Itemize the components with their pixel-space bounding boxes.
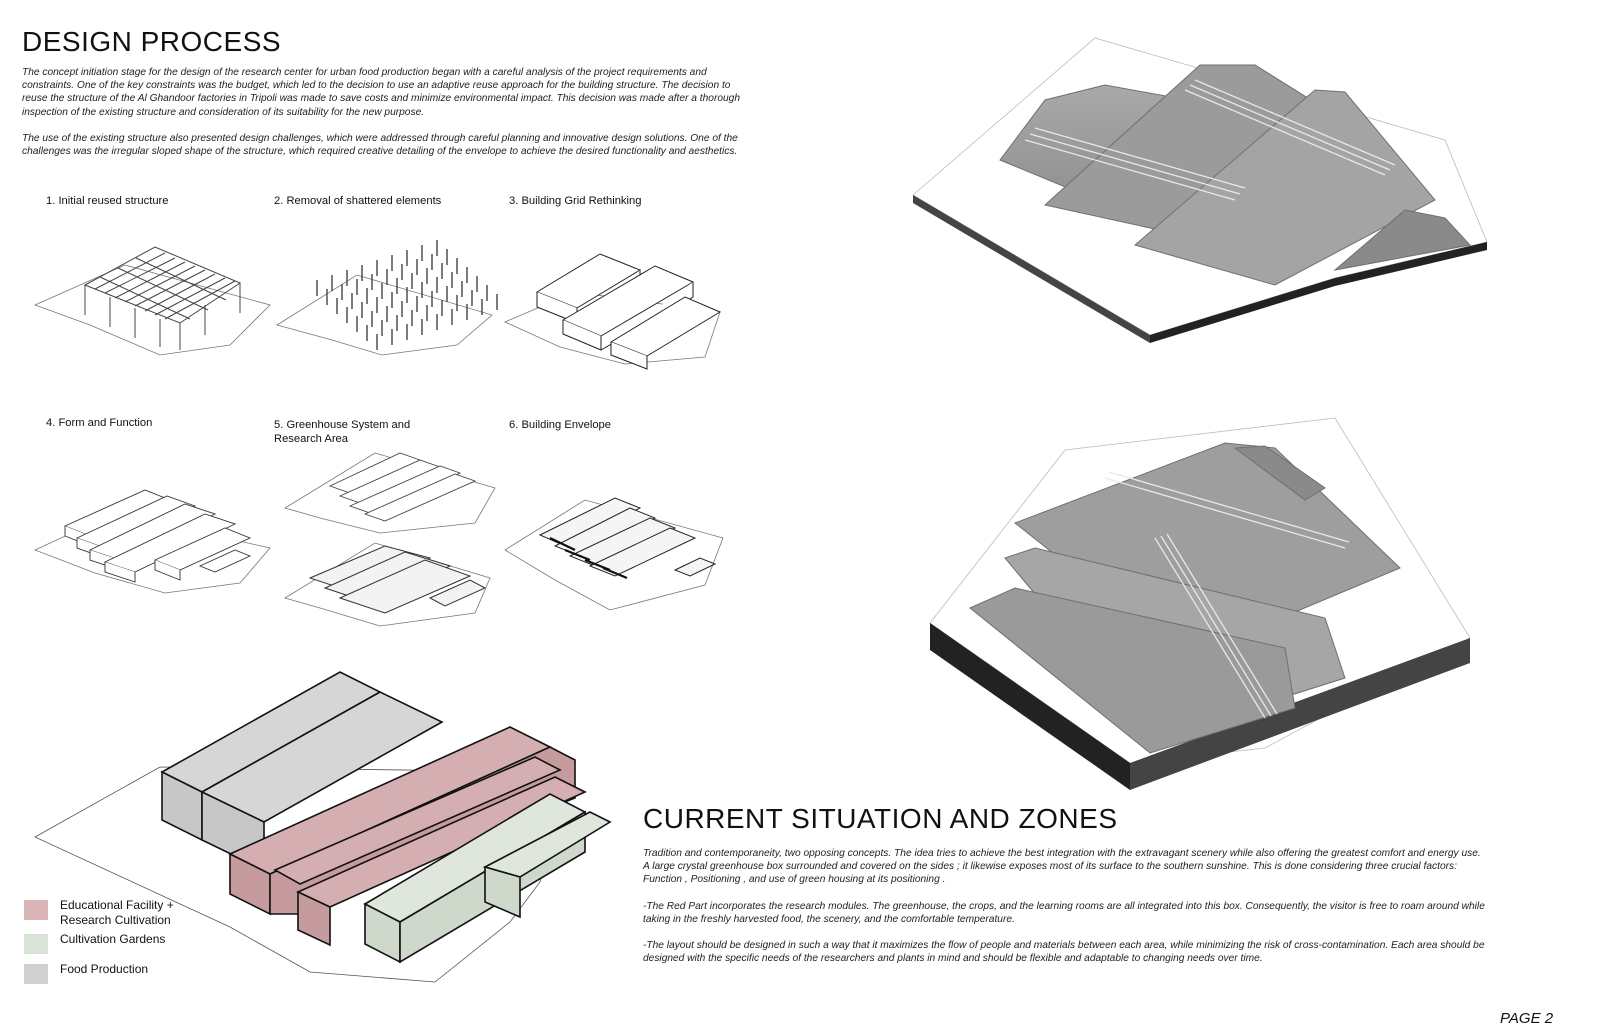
zones-title: CURRENT SITUATION AND ZONES bbox=[643, 803, 1118, 834]
step-label-3: 3. Building Grid Rethinking bbox=[509, 195, 642, 207]
design-process-paragraph-1: The concept initiation stage for the des… bbox=[22, 67, 740, 118]
diagram-initial-structure bbox=[33, 246, 271, 356]
design-process-paragraph-2: The use of the existing structure also p… bbox=[22, 132, 738, 158]
step-label-5: 5. Greenhouse System and Research Area bbox=[274, 419, 411, 445]
zones-paragraph-3: -The layout should be designed in such a… bbox=[643, 940, 1485, 965]
legend-swatch-educational bbox=[24, 900, 48, 920]
rendered-model-top bbox=[912, 37, 1488, 343]
legend-swatch-food-production bbox=[24, 964, 48, 984]
diagram-removal-elements bbox=[276, 240, 498, 356]
legend-cultivation: Cultivation Gardens bbox=[24, 932, 204, 956]
step-label-1: 1. Initial reused structure bbox=[46, 195, 169, 207]
legend-label-cultivation: Cultivation Gardens bbox=[60, 932, 166, 946]
step-label-4: 4. Form and Function bbox=[46, 417, 153, 429]
legend-educational: Educational Facility + Research Cultivat… bbox=[24, 898, 204, 932]
rendered-model-bottom bbox=[929, 417, 1471, 790]
zones-paragraph-2: -The Red Part incorporates the research … bbox=[643, 900, 1485, 925]
zones-diagram bbox=[34, 671, 612, 983]
zones-paragraph-1: Tradition and contemporaneity, two oppos… bbox=[643, 848, 1481, 886]
diagram-form-function bbox=[33, 489, 271, 594]
legend-label-educational: Educational Facility + Research Cultivat… bbox=[60, 898, 174, 927]
legend-swatch-cultivation bbox=[24, 934, 48, 954]
design-process-text: The concept initiation stage for the des… bbox=[22, 66, 750, 171]
design-process-title: DESIGN PROCESS bbox=[22, 26, 282, 57]
step-label-2: 2. Removal of shattered elements bbox=[274, 195, 442, 207]
zones-text: Tradition and contemporaneity, two oppos… bbox=[643, 847, 1485, 978]
diagram-building-grid bbox=[504, 253, 722, 370]
legend-food-production: Food Production bbox=[24, 962, 204, 986]
diagram-greenhouse-system bbox=[284, 452, 496, 627]
step-label-6: 6. Building Envelope bbox=[509, 419, 612, 431]
legend-label-food-production: Food Production bbox=[60, 962, 149, 976]
page-label: PAGE 2 bbox=[1500, 1010, 1554, 1027]
diagram-building-envelope bbox=[504, 497, 724, 611]
